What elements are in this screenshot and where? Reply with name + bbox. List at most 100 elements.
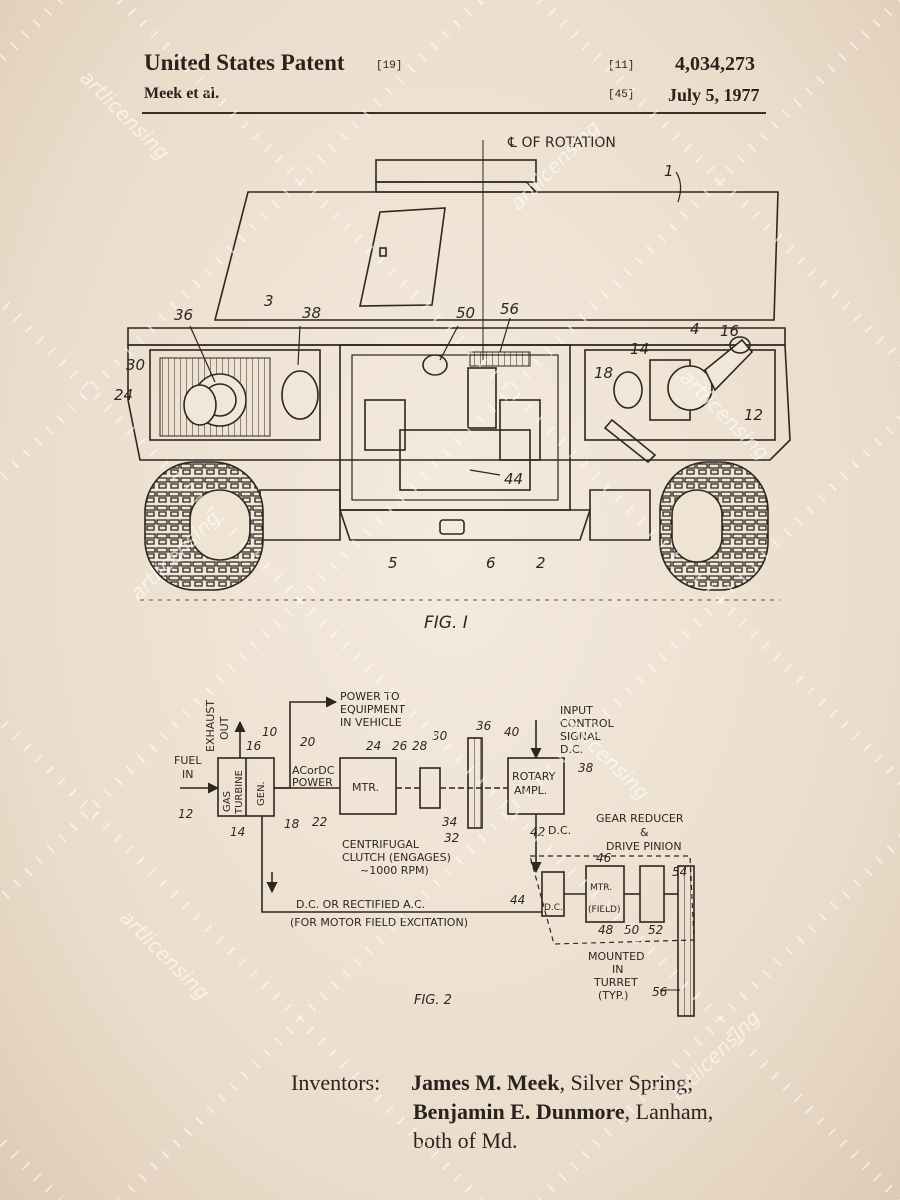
fig1-ref: 30 <box>126 356 145 374</box>
input-label: SIGNAL <box>560 730 602 743</box>
fig1-ref: 44 <box>504 470 523 488</box>
fig1-ref: 16 <box>720 322 739 340</box>
dc-mid-label: D.C. <box>548 824 571 837</box>
right-arm <box>603 418 657 464</box>
mtr-field-label: MTR. <box>590 883 612 893</box>
fig1-ref: 3 <box>264 292 274 310</box>
input-label: INPUT <box>560 704 593 717</box>
fig2-ref: 46 <box>596 851 612 865</box>
fig2-ref: 20 <box>300 735 316 749</box>
fig1-ref: 12 <box>744 406 763 424</box>
fig1-ref: 5 <box>388 554 398 572</box>
left-suspension <box>259 489 341 541</box>
inventor-2-place: , Lanham, <box>624 1099 714 1124</box>
right-clutch <box>613 371 643 409</box>
fig2-ref: 44 <box>510 893 525 907</box>
ac-dc-label: POWER <box>292 776 333 789</box>
dc-box-label: D.C. <box>544 903 563 913</box>
right-exhaust <box>703 338 754 392</box>
center-inner <box>351 354 559 501</box>
fig2-ref: 30 <box>432 729 448 743</box>
fig2-ref: 14 <box>230 825 245 839</box>
power-label: EQUIPMENT <box>340 703 405 716</box>
fig1-ref: 6 <box>486 554 496 572</box>
fig2-ref: 32 <box>444 831 459 845</box>
mtr-label: MTR. <box>352 781 379 794</box>
power-label: IN VEHICLE <box>340 716 402 729</box>
fig1-ref: 14 <box>630 340 649 358</box>
leader-1 <box>675 171 682 203</box>
fig2-ref: 56 <box>652 985 668 999</box>
turbine-shaft <box>467 367 497 429</box>
input-label: D.C. <box>560 743 583 756</box>
centerline-label: ℄ OF ROTATION <box>507 135 616 151</box>
inventors-residence: both of Md. <box>413 1128 518 1153</box>
fig1-ref: 24 <box>114 386 133 404</box>
fig1-caption: FIG. I <box>424 613 468 633</box>
fig2-labels: FUEL IN EXHAUST OUT POWER TO EQUIPMENT I… <box>174 690 684 1002</box>
fig2-ref: 24 <box>366 739 381 753</box>
fig2-ref: 16 <box>246 739 262 753</box>
fig2-ref: 54 <box>672 865 687 879</box>
fig1-ref: 56 <box>500 300 519 318</box>
fig1-ref: 1 <box>664 162 674 180</box>
rotary-label: ROTARY <box>512 770 556 783</box>
inventors-block: Inventors:James M. Meek, Silver Spring; … <box>291 1068 851 1155</box>
aux-block <box>364 399 406 451</box>
left-clutch <box>183 384 217 426</box>
gear-reducer-box <box>639 865 665 923</box>
fig2-ref: 34 <box>442 815 457 829</box>
fig2-ref: 50 <box>624 923 640 937</box>
gen-label: GEN. <box>256 781 267 806</box>
hull-deck <box>127 327 786 346</box>
turret-hatch-edge <box>375 181 538 193</box>
fig2-ref: 22 <box>312 815 327 829</box>
fig2-ref: 18 <box>284 817 300 831</box>
input-label: CONTROL <box>560 717 615 730</box>
fig2-caption: FIG. 2 <box>414 993 452 1008</box>
fig1-ref: 38 <box>302 304 321 322</box>
power-label: POWER TO <box>340 690 400 703</box>
fuel-label: FUEL <box>174 754 202 767</box>
rotary-label: AMPL. <box>514 784 547 797</box>
clutch-label: CENTRIFUGAL <box>342 838 420 851</box>
fig2-ref: 40 <box>504 725 520 739</box>
gas-turbine-label: TURBINE <box>234 770 245 815</box>
fig1-ref: 50 <box>456 304 475 322</box>
center-compartment <box>339 344 571 511</box>
turbine-cap <box>422 354 448 376</box>
fig2-ref: 42 <box>530 825 545 839</box>
turret-body <box>213 191 779 321</box>
fig2-ref: 28 <box>412 739 428 753</box>
field-exc-label: (FOR MOTOR FIELD EXCITATION) <box>290 916 468 929</box>
inventor-1-place: , Silver Spring; <box>559 1070 694 1095</box>
fig2-ref: 52 <box>648 923 663 937</box>
gear-label: DRIVE PINION <box>606 840 682 853</box>
leader-44 <box>469 469 501 476</box>
drive-pinion-rack <box>677 865 695 1017</box>
mtr-field-label: (FIELD) <box>588 905 620 915</box>
fig2-ref: 38 <box>578 761 594 775</box>
fig2-ref: 10 <box>262 725 278 739</box>
turret-hatch <box>375 159 537 183</box>
inventor-2-name: Benjamin E. Dunmore <box>413 1099 625 1124</box>
fig2-ref: 48 <box>598 923 614 937</box>
gear-label: GEAR REDUCER <box>596 812 684 825</box>
tow-hook <box>439 519 465 535</box>
clutch-label: ~1000 RPM) <box>360 864 429 877</box>
right-motor <box>667 365 713 411</box>
inventors-label: Inventors: <box>291 1070 381 1095</box>
door-handle <box>379 247 387 257</box>
ring-gear-36 <box>467 737 483 829</box>
fig2-ref: 36 <box>476 719 492 733</box>
fig1-ref: 36 <box>174 306 193 324</box>
fig2-ref: 26 <box>392 739 408 753</box>
clutch-label: CLUTCH (ENGAGES) <box>342 851 451 864</box>
clutch-disk <box>419 767 441 809</box>
mounted-label: MOUNTED <box>588 950 645 963</box>
gear-ring <box>469 351 531 367</box>
belly-plate <box>338 509 592 541</box>
fuel-label: IN <box>182 768 193 781</box>
